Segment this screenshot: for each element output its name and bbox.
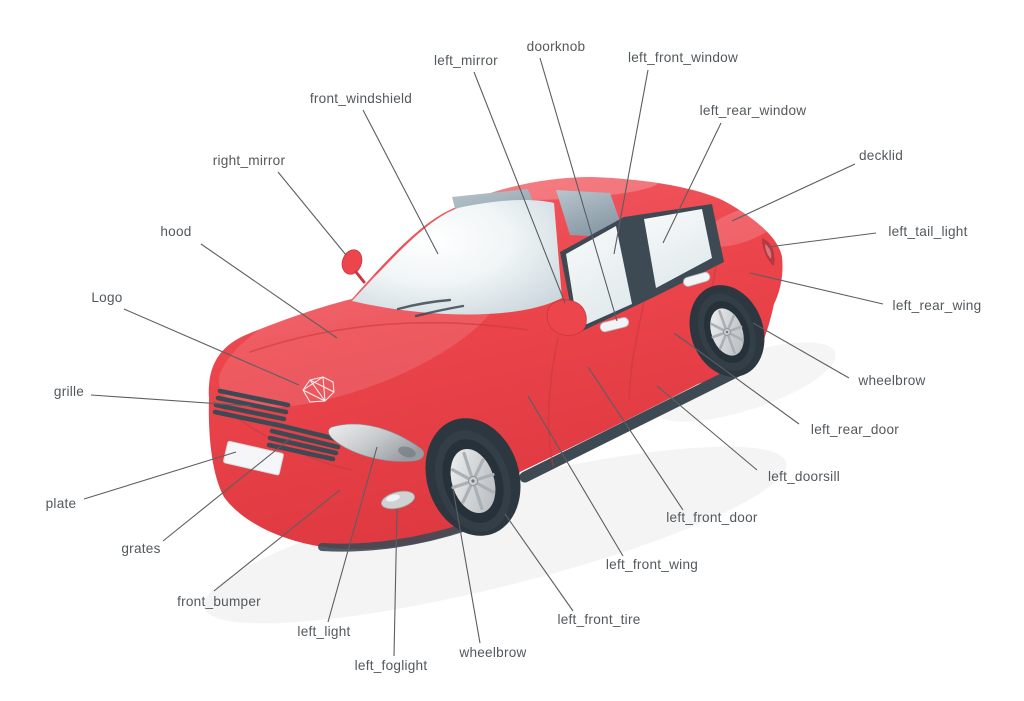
part-label-left-mirror: left_mirror bbox=[434, 53, 498, 68]
part-label-grates: grates bbox=[121, 541, 160, 556]
part-label-wheelbrow-front: wheelbrow bbox=[458, 645, 526, 660]
decklid-highlight bbox=[702, 205, 782, 247]
leader-line-left-front-tire bbox=[504, 513, 574, 612]
leader-line-left-rear-wing bbox=[749, 272, 884, 305]
part-label-front-bumper: front_bumper bbox=[177, 594, 261, 609]
leader-line-left-foglight bbox=[393, 508, 398, 657]
foglight-shine bbox=[386, 494, 400, 502]
leader-line-right-mirror bbox=[277, 171, 347, 256]
leader-line-wheelbrow-rear bbox=[752, 322, 850, 379]
part-label-left-rear-door: left_rear_door bbox=[811, 422, 899, 437]
windshield-wiper-2 bbox=[414, 304, 465, 318]
leader-line-left-front-door bbox=[587, 366, 684, 511]
part-label-left-doorsill: left_doorsill bbox=[768, 469, 840, 484]
part-labels: doorknob left_mirror left_front_windowfron… bbox=[46, 39, 982, 673]
part-label-left-front-tire: left_front_tire bbox=[557, 612, 640, 627]
part-label-left-front-wing: left_front_wing bbox=[606, 557, 698, 572]
leader-line-plate bbox=[83, 451, 237, 500]
leader-line-grates bbox=[162, 437, 292, 542]
leader-line-left-doorsill bbox=[656, 385, 758, 471]
leader-line-left-front-window bbox=[613, 69, 649, 255]
front-door-seam bbox=[547, 337, 559, 467]
part-label-left-foglight: left_foglight bbox=[355, 658, 428, 673]
left-front-tire-part bbox=[435, 430, 511, 532]
leader-lines bbox=[83, 57, 884, 657]
left-rear-window-glass bbox=[644, 209, 712, 288]
left-mirror-part bbox=[546, 299, 587, 336]
windshield-wiper bbox=[396, 298, 452, 311]
ground-shadow-rear bbox=[654, 342, 836, 422]
leader-line-left-mirror bbox=[473, 71, 566, 304]
leader-line-left-rear-window bbox=[662, 122, 722, 244]
rear-door-seam bbox=[628, 301, 645, 399]
part-label-left-front-door: left_front_door bbox=[666, 510, 758, 525]
grille-upper bbox=[212, 388, 291, 429]
part-label-logo: Logo bbox=[91, 290, 122, 305]
part-label-plate: plate bbox=[46, 496, 77, 511]
part-label-front-windshield: front_windshield bbox=[310, 91, 412, 106]
tail-light-shine bbox=[765, 244, 772, 259]
right-mirror-part bbox=[341, 249, 363, 275]
leader-line-left-rear-door bbox=[673, 332, 800, 425]
part-label-left-rear-wing: left_rear_wing bbox=[893, 298, 982, 313]
front-windshield-glass bbox=[352, 200, 562, 315]
part-label-wheelbrow-rear: wheelbrow bbox=[857, 373, 925, 388]
ground-shadow bbox=[203, 446, 787, 624]
part-label-doorknob: doorknob bbox=[527, 39, 586, 54]
leader-line-left-front-wing bbox=[527, 395, 624, 557]
left-front-window-glass bbox=[566, 226, 632, 328]
car-illustration bbox=[203, 172, 836, 624]
part-label-left-tail-light: left_tail_light bbox=[888, 224, 967, 239]
part-label-left-rear-window: left_rear_window bbox=[700, 103, 807, 118]
foglight bbox=[380, 490, 416, 510]
leader-line-decklid bbox=[731, 163, 856, 222]
part-label-left-front-window: left_front_window bbox=[628, 50, 738, 65]
part-label-hood: hood bbox=[160, 224, 191, 239]
right-mirror-stalk bbox=[354, 270, 366, 284]
leader-line-front-bumper bbox=[213, 489, 341, 592]
rear-door-handle bbox=[683, 271, 711, 287]
leader-line-front-windshield bbox=[362, 109, 439, 255]
headlight-inner bbox=[398, 446, 416, 458]
logo-icon bbox=[302, 376, 335, 403]
grille-lower bbox=[266, 421, 343, 462]
leader-line-grille bbox=[90, 394, 252, 407]
license-plate bbox=[223, 440, 284, 476]
hood-crease bbox=[249, 321, 529, 353]
rocker-sill bbox=[519, 366, 742, 483]
part-label-decklid: decklid bbox=[859, 148, 903, 163]
leader-line-doorknob bbox=[539, 57, 618, 322]
leader-line-left-light bbox=[327, 446, 378, 623]
under-bumper-strip bbox=[318, 523, 470, 552]
part-label-grille: grille bbox=[54, 384, 84, 399]
leader-line-wheelbrow-front bbox=[452, 488, 481, 644]
part-label-right-mirror: right_mirror bbox=[213, 153, 286, 168]
front-door-handle bbox=[599, 317, 630, 333]
rear-tire-part bbox=[698, 293, 756, 371]
leader-line-hood bbox=[200, 243, 338, 339]
leader-line-logo bbox=[123, 308, 300, 386]
leader-line-left-tail-light bbox=[767, 232, 877, 248]
part-label-left-light: left_light bbox=[297, 624, 350, 639]
